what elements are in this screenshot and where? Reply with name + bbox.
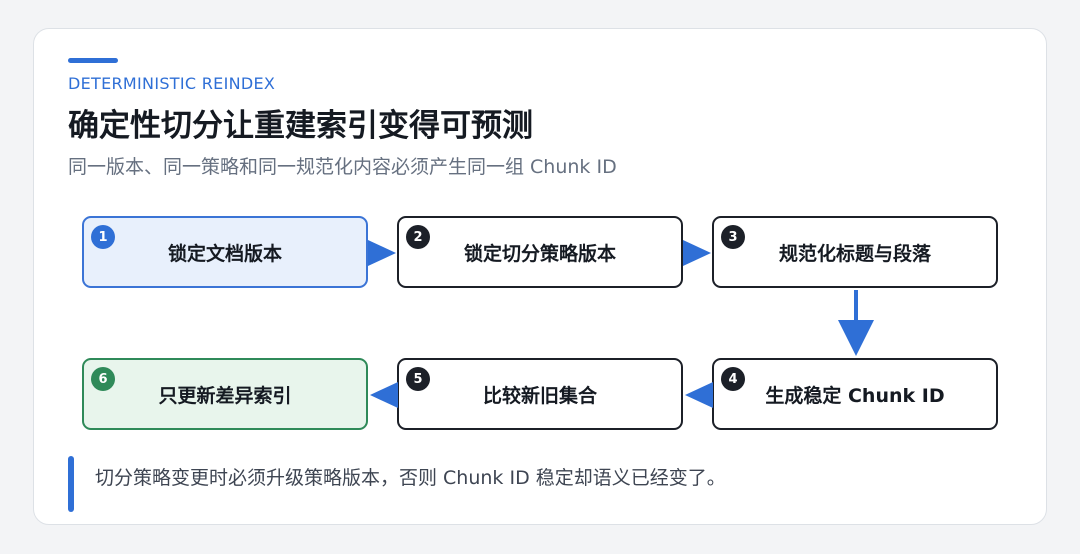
page-subtitle: 同一版本、同一策略和同一规范化内容必须产生同一组 Chunk ID [68,156,617,178]
step-5-label: 比较新旧集合 [482,384,597,407]
arrow-4-to-5-icon [685,382,713,408]
arrow-2-to-3-icon [683,240,711,266]
arrow-3-to-4-icon [838,290,874,356]
step-4-label: 生成稳定 Chunk ID [765,384,945,407]
accent-bar [68,58,118,63]
step-2-label: 锁定切分策略版本 [463,242,616,265]
eyebrow-label: DETERMINISTIC REINDEX [68,74,276,93]
step-2-number: 2 [406,225,430,249]
step-3-box: 3 规范化标题与段落 [712,216,998,288]
footnote: 切分策略变更时必须升级策略版本，否则 Chunk ID 稳定却语义已经变了。 [95,467,726,489]
step-3-label: 规范化标题与段落 [778,242,931,265]
step-5-box: 5 比较新旧集合 [397,358,683,430]
step-4-box: 4 生成稳定 Chunk ID [712,358,998,430]
step-1-number: 1 [91,225,115,249]
step-6-label: 只更新差异索引 [158,384,292,407]
step-3-number: 3 [721,225,745,249]
step-5-number: 5 [406,367,430,391]
step-6-box: 6 只更新差异索引 [82,358,368,430]
page-title: 确定性切分让重建索引变得可预测 [68,108,533,144]
step-1-label: 锁定文档版本 [167,242,282,265]
arrow-5-to-6-icon [370,382,398,408]
arrow-1-to-2-icon [368,240,396,266]
step-4-number: 4 [721,367,745,391]
step-1-box: 1 锁定文档版本 [82,216,368,288]
step-2-box: 2 锁定切分策略版本 [397,216,683,288]
note-accent-bar [68,456,74,512]
step-6-number: 6 [91,367,115,391]
